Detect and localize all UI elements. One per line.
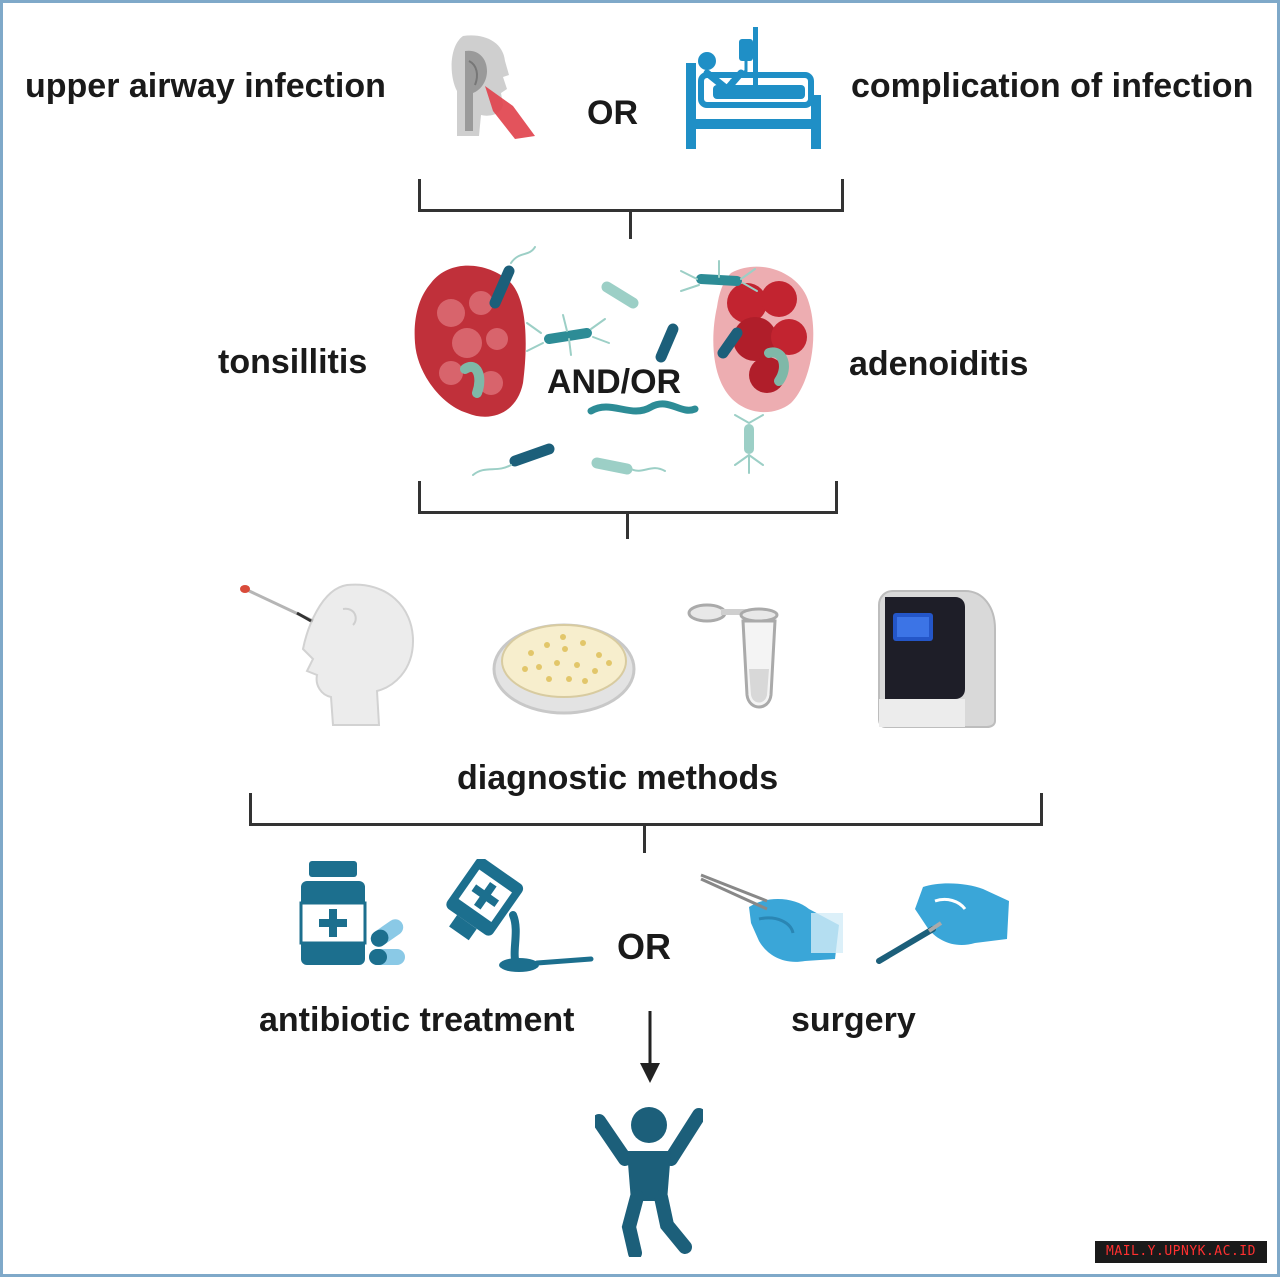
arrow-down-icon: [640, 1011, 660, 1083]
bracket-top: [418, 179, 844, 212]
label-complication-of-infection: complication of infection: [851, 67, 1254, 105]
label-surgery: surgery: [791, 1001, 916, 1039]
head-profile-airway-icon: [451, 35, 535, 139]
tonsil-adenoid-bacteria-illustration: [414, 246, 814, 476]
label-or-bottom: OR: [617, 926, 671, 967]
analyzer-machine-icon: [878, 590, 996, 728]
label-upper-airway-infection: upper airway infection: [25, 67, 386, 105]
label-or-top: OR: [587, 94, 638, 132]
bracket-lower-stem: [643, 825, 646, 853]
pill-bottle-capsules-icon: [299, 861, 405, 965]
bracket-middle-stem: [626, 513, 629, 539]
hospital-bed-patient-icon: [686, 27, 821, 149]
tonsil-tissue-icon: [414, 265, 526, 417]
petri-dish-culture-icon: [492, 623, 636, 715]
scalpel-hand-icon: [876, 883, 1009, 964]
adenoid-tissue-icon: [713, 266, 814, 413]
label-and-or: AND/OR: [547, 363, 682, 401]
label-diagnostic-methods: diagnostic methods: [457, 759, 779, 797]
pcr-tube-icon: [687, 603, 779, 709]
label-tonsillitis: tonsillitis: [218, 343, 368, 381]
label-antibiotic-treatment: antibiotic treatment: [259, 1001, 575, 1039]
bracket-lower: [249, 793, 1043, 826]
bracket-middle: [418, 481, 838, 514]
label-adenoiditis: adenoiditis: [849, 345, 1029, 383]
nasal-swab-icon: [240, 583, 415, 726]
happy-person-icon: [595, 1107, 703, 1257]
bacteria-icon: [472, 246, 764, 476]
syrup-bottle-spoon-icon: [446, 859, 594, 972]
bracket-top-stem: [629, 211, 632, 239]
surgical-forceps-hand-icon: [700, 873, 843, 962]
watermark: MAIL.Y.UPNYK.AC.ID: [1095, 1241, 1267, 1263]
